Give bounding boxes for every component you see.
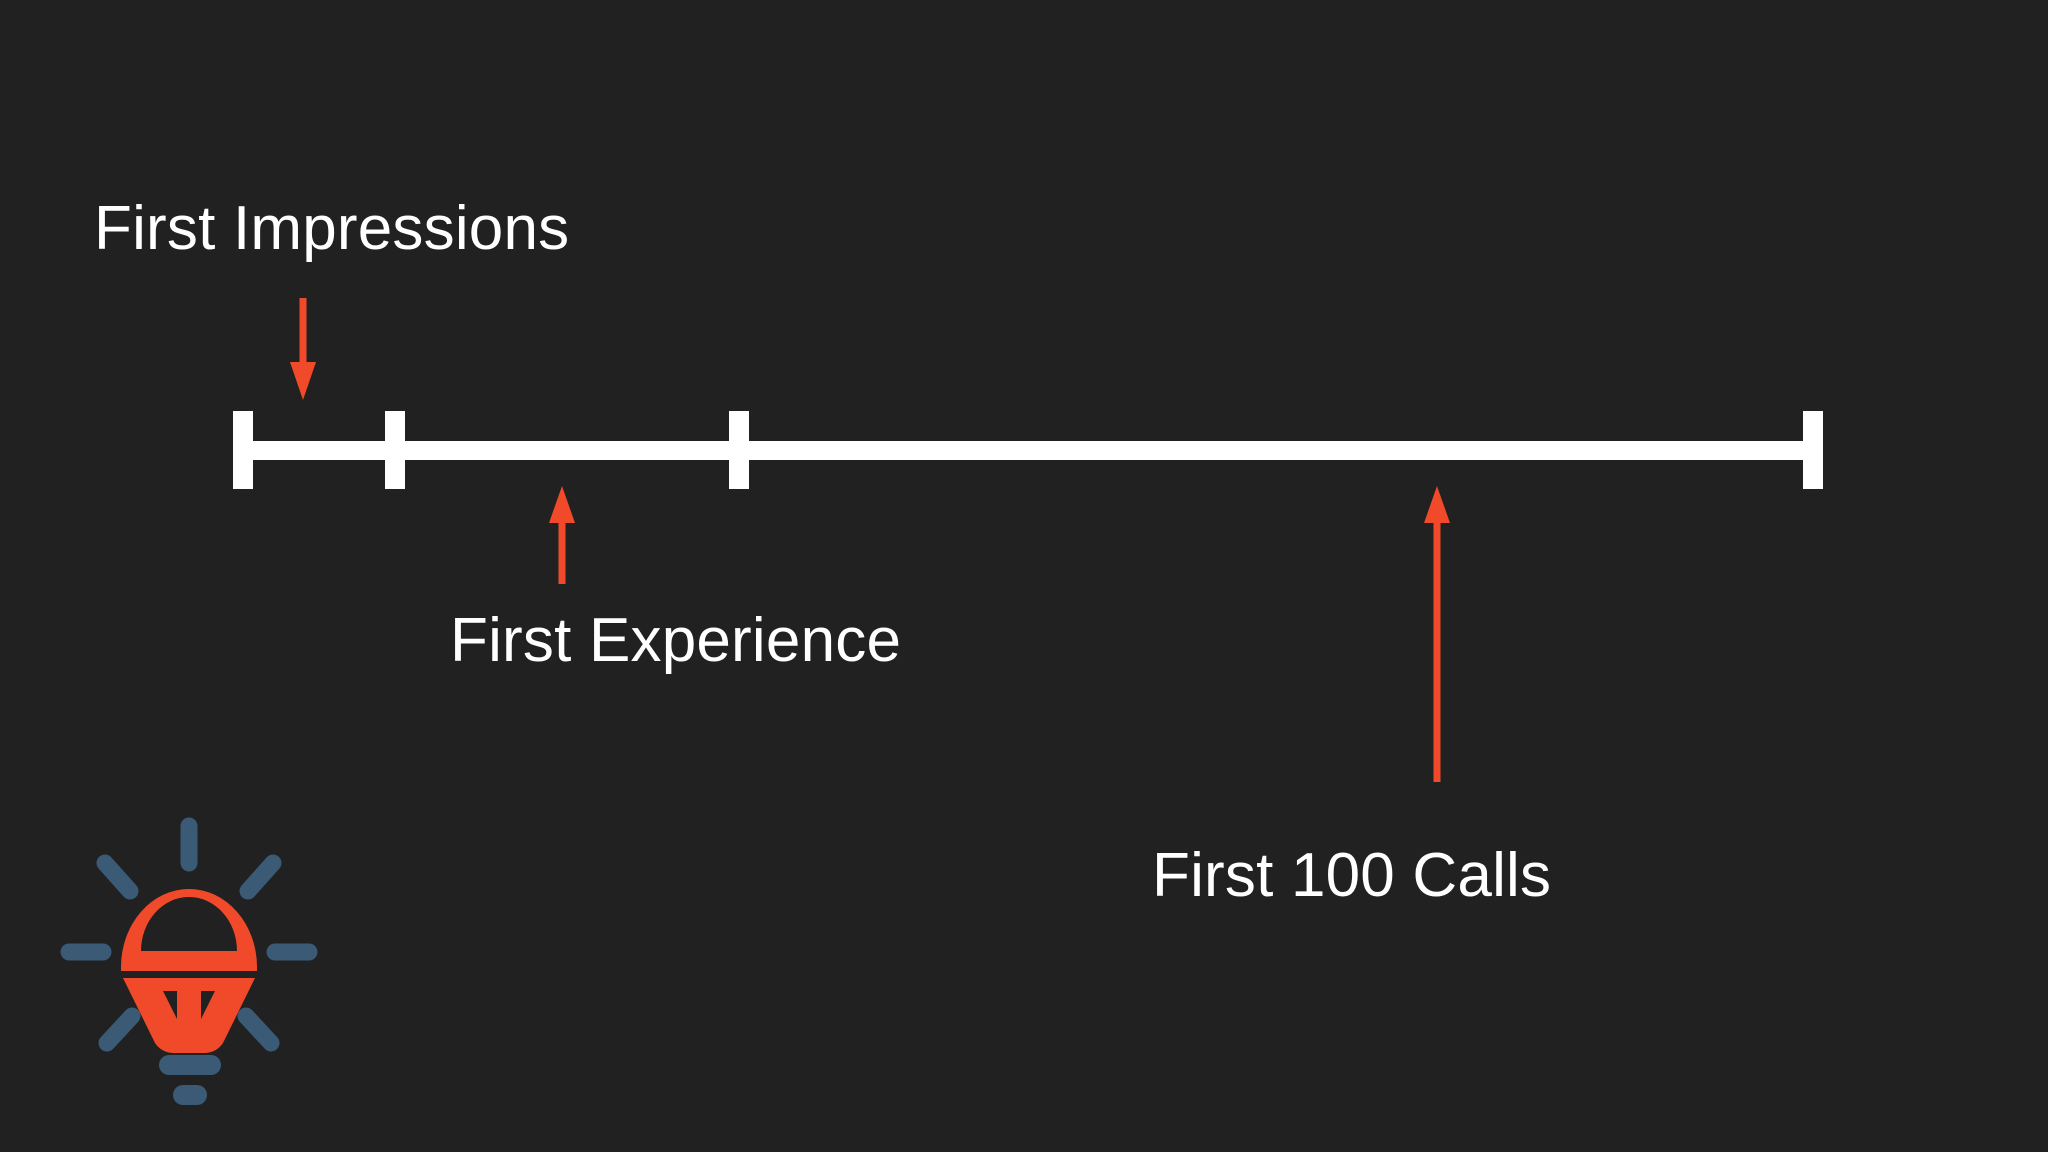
lightbulb-base-icon <box>159 1055 221 1105</box>
lightbulb-logo <box>45 795 325 1115</box>
annotation-label-first-impressions: First Impressions <box>94 194 570 263</box>
timeline-tick-2[interactable] <box>385 411 405 489</box>
lightbulb-rays-icon <box>60 817 318 1052</box>
timeline-tick-start[interactable] <box>233 411 253 489</box>
timeline-tick-3[interactable] <box>729 411 749 489</box>
annotation-label-first-100-calls: First 100 Calls <box>1152 841 1552 910</box>
timeline-axis-line <box>233 441 1823 460</box>
arrow-up-first-experience <box>542 486 582 584</box>
timeline-tick-end[interactable] <box>1803 411 1823 489</box>
arrow-down-first-impressions <box>283 298 323 402</box>
lightbulb-bulb-icon <box>121 889 257 1053</box>
arrow-up-first-100-calls <box>1417 486 1457 782</box>
annotation-label-first-experience: First Experience <box>450 606 902 675</box>
